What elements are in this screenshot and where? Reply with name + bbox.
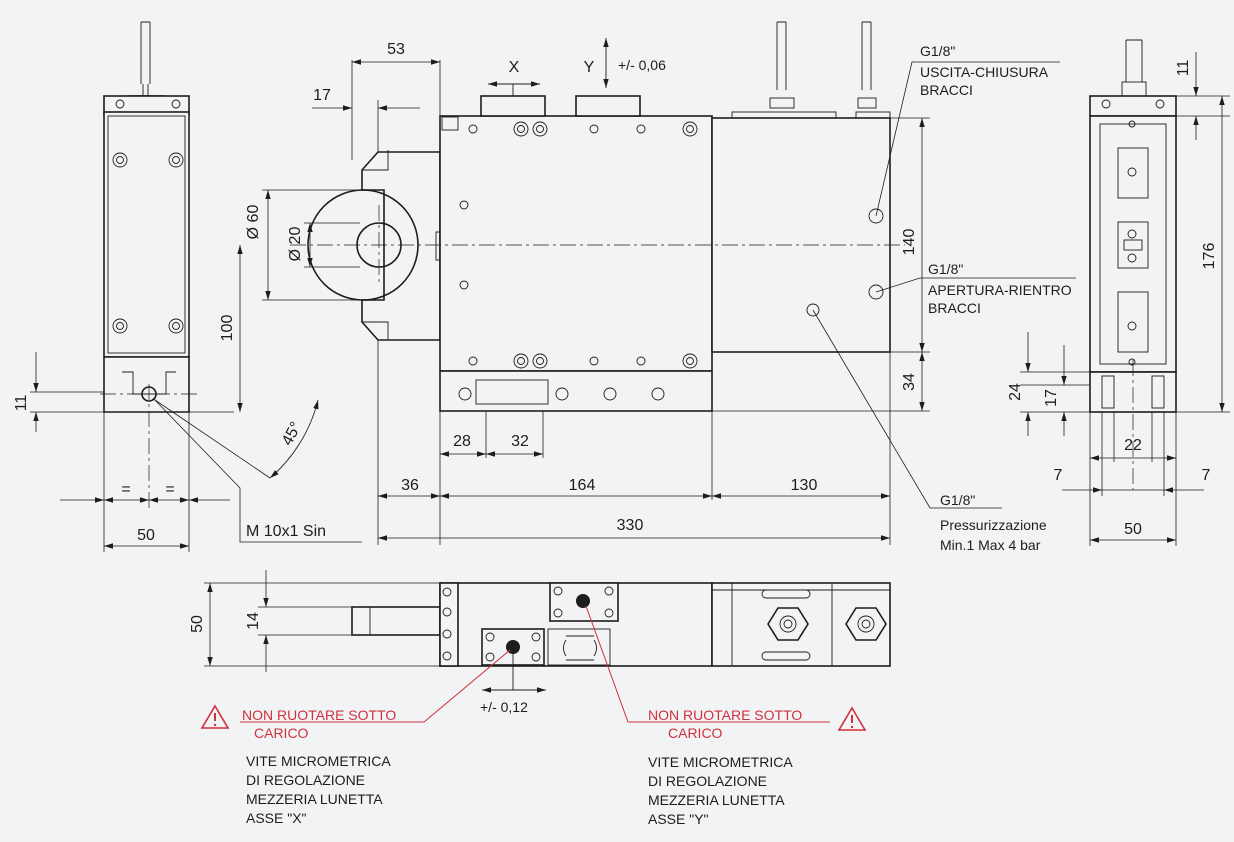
dim-176: 176 xyxy=(1201,243,1218,270)
note-left-line2: DI REGOLAZIONE xyxy=(246,772,365,788)
port-pressure-line2: Min.1 Max 4 bar xyxy=(940,537,1041,553)
left-warning: NON RUOTARE SOTTO CARICO xyxy=(200,649,511,741)
dim-eq-2: = xyxy=(165,481,174,498)
dim-24: 24 xyxy=(1007,383,1024,401)
dim-14: 14 xyxy=(245,612,262,630)
dim-53: 53 xyxy=(387,41,405,58)
port-uscita-line2: BRACCI xyxy=(920,82,973,98)
warning-icon xyxy=(200,704,230,729)
dim-phi-20: Ø 20 xyxy=(287,227,304,262)
port-pressure-thread: G1/8" xyxy=(940,492,975,508)
dim-330: 330 xyxy=(617,517,644,534)
dim-36: 36 xyxy=(401,477,419,494)
dim-100: 100 xyxy=(219,315,236,342)
warning-right-line2: CARICO xyxy=(668,725,723,741)
warning-icon xyxy=(837,706,867,731)
dim-164: 164 xyxy=(569,477,596,494)
warning-left-line2: CARICO xyxy=(254,725,309,741)
dim-32: 32 xyxy=(511,433,529,450)
port-apertura-line2: BRACCI xyxy=(928,300,981,316)
port-pressure-line1: Pressurizzazione xyxy=(940,517,1047,533)
note-left-line1: VITE MICROMETRICA xyxy=(246,753,391,769)
dim-50-right: 50 xyxy=(1124,521,1142,538)
dim-17-right: 17 xyxy=(1043,389,1060,407)
dim-7-b: 7 xyxy=(1202,467,1211,484)
note-left-line3: MEZZERIA LUNETTA xyxy=(246,791,383,807)
axis-x-label: X xyxy=(509,59,520,76)
thread-label: M 10x1 Sin xyxy=(246,523,326,540)
warning-left-line1: NON RUOTARE SOTTO xyxy=(242,707,396,723)
dim-eq-1: = xyxy=(121,481,130,498)
dim-17: 17 xyxy=(313,87,331,104)
axis-y-travel: +/- 0,06 xyxy=(618,57,666,73)
left-note: VITE MICROMETRICA DI REGOLAZIONE MEZZERI… xyxy=(246,753,391,826)
note-right-line2: DI REGOLAZIONE xyxy=(648,773,767,789)
left-side-view: 11 = = 50 45° M 10x1 Sin xyxy=(13,21,362,552)
note-left-line4: ASSE "X" xyxy=(246,810,307,826)
port-uscita-thread: G1/8" xyxy=(920,43,955,59)
axis-y-label: Y xyxy=(584,59,595,76)
dim-34: 34 xyxy=(901,373,918,391)
dim-50-bottom: 50 xyxy=(189,615,206,633)
dim-7-a: 7 xyxy=(1054,467,1063,484)
dim-50-left: 50 xyxy=(137,527,155,544)
warning-right-line1: NON RUOTARE SOTTO xyxy=(648,707,802,723)
dim-angle-45: 45° xyxy=(279,419,305,448)
right-note: VITE MICROMETRICA DI REGOLAZIONE MEZZERI… xyxy=(648,754,793,827)
dim-130: 130 xyxy=(791,477,818,494)
dim-22: 22 xyxy=(1124,437,1142,454)
port-apertura-line1: APERTURA-RIENTRO xyxy=(928,282,1072,298)
right-side-view: 11 176 24 17 22 7 7 50 xyxy=(1007,39,1230,546)
dim-11-left: 11 xyxy=(13,395,30,412)
port-uscita-line1: USCITA-CHIUSURA xyxy=(920,64,1049,80)
front-view: 53 17 Ø 60 Ø 20 100 X Y +/- 0,06 28 32 xyxy=(104,21,1076,553)
note-right-line1: VITE MICROMETRICA xyxy=(648,754,793,770)
dim-11-right: 11 xyxy=(1175,60,1192,77)
dim-phi-60: Ø 60 xyxy=(245,205,262,240)
note-right-line4: ASSE "Y" xyxy=(648,811,709,827)
dim-28: 28 xyxy=(453,433,471,450)
port-apertura-thread: G1/8" xyxy=(928,261,963,277)
top-view: 50 14 +/- 0,12 xyxy=(189,570,891,715)
axis-x-travel: +/- 0,12 xyxy=(480,699,528,715)
right-warning: NON RUOTARE SOTTO CARICO xyxy=(585,605,867,741)
note-right-line3: MEZZERIA LUNETTA xyxy=(648,792,785,808)
dim-140: 140 xyxy=(901,229,918,256)
